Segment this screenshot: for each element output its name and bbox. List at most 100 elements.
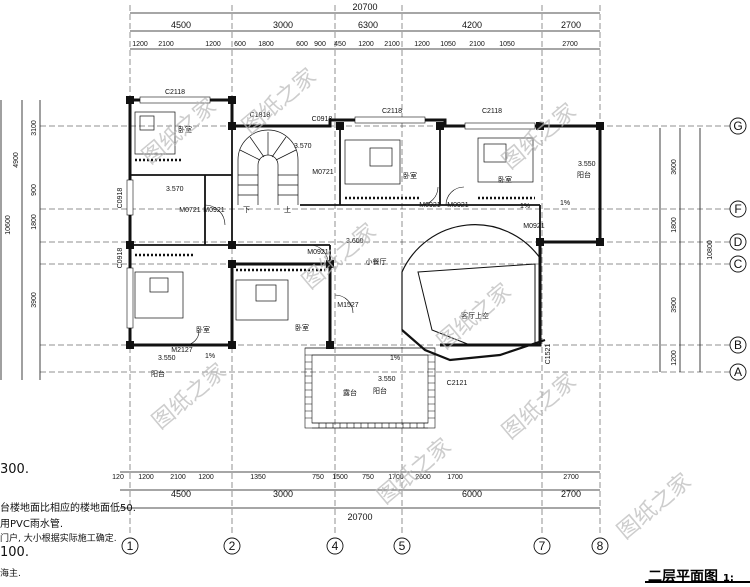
window-tag-8: C0918 bbox=[117, 248, 124, 269]
top-sub-dim-7: 450 bbox=[334, 41, 346, 48]
top-sub-dim-14: 2700 bbox=[562, 41, 578, 48]
right-dim-2: 3900 bbox=[671, 297, 678, 313]
room-label-2: 卧室 bbox=[196, 325, 210, 334]
door-tag-5: M0721 bbox=[312, 169, 334, 176]
bottom-sub-dim-1: 1200 bbox=[138, 474, 154, 481]
overall-dim-top: 20700 bbox=[352, 2, 377, 12]
bottom-sub-dim-8: 1700 bbox=[388, 474, 404, 481]
note-line-2: 台楼地面比相应的楼地面低50. bbox=[0, 503, 136, 514]
drawing-title: 二层平面图 1: bbox=[648, 566, 734, 586]
top-sub-dim-6: 900 bbox=[314, 41, 326, 48]
top-sub-dim-13: 1050 bbox=[499, 41, 515, 48]
top-sub-dim-8: 1200 bbox=[358, 41, 374, 48]
note-line-1: 300. bbox=[0, 462, 29, 477]
watermark-6: 图纸之家 bbox=[498, 369, 581, 445]
slope-mark-1: 1% bbox=[560, 200, 570, 207]
room-label-7: 阳台 bbox=[151, 369, 165, 378]
top-sub-dim-9: 2100 bbox=[384, 41, 400, 48]
note-line-4: 门户, 大小根据实际施工确定. bbox=[0, 534, 117, 544]
bottom-sub-dim-6: 1500 bbox=[332, 474, 348, 481]
window-tag-0: C2118 bbox=[165, 89, 185, 96]
bottom-sub-dim-9: 2600 bbox=[415, 474, 431, 481]
top-sub-dim-1: 2100 bbox=[158, 41, 174, 48]
room-label-6: 阳台 bbox=[577, 170, 591, 179]
bottom-sub-dim-10: 1700 bbox=[447, 474, 463, 481]
room-label-8: 阳台 bbox=[373, 386, 387, 395]
left-dim-2: 900 bbox=[31, 184, 38, 196]
bottom-dim-3: 2700 bbox=[561, 489, 581, 499]
watermark-1: 图纸之家 bbox=[238, 64, 321, 140]
top-dim-0: 4500 bbox=[171, 20, 191, 30]
stair-down-label: 下 bbox=[243, 206, 250, 214]
top-dim-3: 4200 bbox=[462, 20, 482, 30]
bottom-sub-dim-7: 750 bbox=[362, 474, 374, 481]
room-label-9: 露台 bbox=[343, 388, 357, 397]
elevation-mark-5: 3.550 bbox=[378, 376, 396, 383]
left-dim-1: 4900 bbox=[13, 152, 20, 168]
elevation-mark-3: 3.600 bbox=[346, 238, 364, 245]
top-sub-dim-11: 1050 bbox=[440, 41, 456, 48]
left-dim-3: 1800 bbox=[31, 214, 38, 230]
top-sub-dim-3: 600 bbox=[234, 41, 246, 48]
door-tag-6: M0721 bbox=[179, 207, 201, 214]
grid-row-D: D bbox=[734, 235, 743, 249]
grid-col-4: 4 bbox=[332, 539, 339, 553]
grid-col-8: 8 bbox=[597, 539, 604, 553]
window-tag-3: C2118 bbox=[382, 108, 402, 115]
door-tag-0: M0921 bbox=[203, 207, 225, 214]
elevation-mark-4: 3.550 bbox=[158, 355, 176, 362]
grid-col-7: 7 bbox=[539, 539, 546, 553]
bottom-sub-dim-4: 1350 bbox=[250, 474, 266, 481]
window-tag-6: C1521 bbox=[545, 344, 552, 365]
grid-row-C: C bbox=[734, 257, 743, 271]
room-label-0: 卧室 bbox=[178, 125, 192, 134]
drawing-title-text: 二层平面图 bbox=[648, 569, 718, 585]
door-tag-1: M0921 bbox=[419, 202, 441, 209]
slope-mark-3: 1% bbox=[520, 203, 530, 210]
slope-mark-0: 1% bbox=[390, 355, 400, 362]
grid-col-2: 2 bbox=[229, 539, 236, 553]
top-sub-dim-5: 600 bbox=[296, 41, 308, 48]
bottom-sub-dim-0: 120 bbox=[112, 474, 124, 481]
window-tag-1: C1818 bbox=[250, 112, 271, 119]
grid-row-F: F bbox=[734, 202, 741, 216]
bottom-sub-dim-2: 2100 bbox=[170, 474, 186, 481]
window-tag-7: C0918 bbox=[117, 188, 124, 209]
overall-dim-bottom: 20700 bbox=[347, 512, 372, 522]
door-tag-3: M0921 bbox=[307, 249, 329, 256]
window-tag-2: C0918 bbox=[312, 116, 333, 123]
right-dim-1: 1800 bbox=[671, 217, 678, 233]
grid-row-G: G bbox=[733, 119, 742, 133]
left-dim-4: 3900 bbox=[31, 292, 38, 308]
note-line-6: 海主. bbox=[0, 569, 21, 579]
watermark-3: 图纸之家 bbox=[298, 219, 381, 295]
right-total-dim: 10800 bbox=[707, 240, 714, 260]
watermark-8: 图纸之家 bbox=[613, 469, 696, 545]
drawing-scale-text: 1: bbox=[722, 573, 734, 584]
stair-up-label: 上 bbox=[284, 205, 291, 214]
window-tag-4: C2118 bbox=[482, 108, 502, 115]
top-sub-dim-0: 1200 bbox=[132, 41, 148, 48]
room-label-3: 卧室 bbox=[295, 323, 309, 332]
top-dim-2: 6300 bbox=[358, 20, 378, 30]
slope-mark-2: 1% bbox=[205, 353, 215, 360]
door-tag-4: M0921 bbox=[523, 223, 545, 230]
elevation-mark-1: 3.570 bbox=[166, 186, 184, 193]
door-tag-7: M1527 bbox=[337, 302, 359, 309]
room-label-5: 客厅上空 bbox=[461, 311, 489, 320]
grid-row-B: B bbox=[734, 338, 742, 352]
watermark-2: 图纸之家 bbox=[498, 99, 581, 175]
grid-row-A: A bbox=[734, 365, 742, 379]
top-dim-4: 2700 bbox=[561, 20, 581, 30]
note-line-5: 100. bbox=[0, 545, 29, 560]
watermark-4: 图纸之家 bbox=[433, 279, 516, 355]
top-sub-dim-4: 1800 bbox=[258, 41, 274, 48]
top-sub-dim-2: 1200 bbox=[205, 41, 221, 48]
top-sub-dim-12: 2100 bbox=[469, 41, 485, 48]
room-label-1: 卧室 bbox=[403, 171, 417, 180]
door-tag-2: M0921 bbox=[447, 202, 469, 209]
door-tag-8: M2127 bbox=[171, 347, 193, 354]
bottom-sub-dim-11: 2700 bbox=[563, 474, 579, 481]
room-label-4: 卧室 bbox=[498, 175, 512, 184]
